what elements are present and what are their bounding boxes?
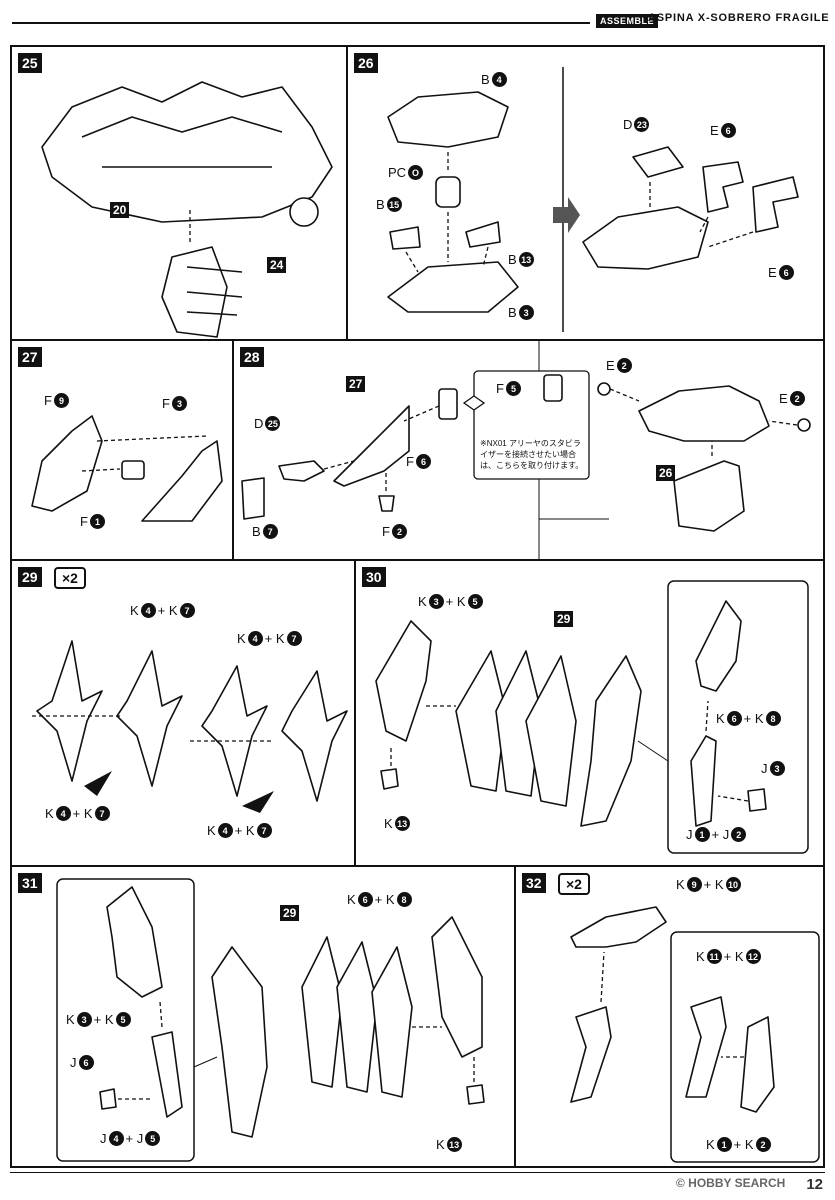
quantity-multiplier: ×2: [558, 873, 590, 895]
step-number: 27: [18, 347, 42, 367]
footer-rule: [10, 1172, 825, 1173]
subassembly-29: 29: [554, 611, 574, 627]
step-number: 30: [362, 567, 386, 587]
step-28-drawing: [241, 341, 811, 563]
page-number: 12: [806, 1176, 823, 1193]
subassembly-20: 20: [110, 202, 130, 218]
step-number: 31: [18, 873, 42, 893]
watermark: © HOBBY SEARCH: [676, 1176, 786, 1190]
step-32-drawing: [570, 906, 820, 1163]
subassembly-24: 24: [267, 257, 287, 273]
step-number: 32: [522, 873, 546, 893]
step-25-drawing: [41, 81, 333, 338]
quantity-multiplier: ×2: [54, 567, 86, 589]
step-29-drawing: [32, 640, 348, 813]
stabilizer-note: ※NX01 アリーヤのスタビライザーを接続させたい場合は、こちらを取り付けます。: [480, 439, 584, 470]
step-number: 26: [354, 53, 378, 73]
subassembly-26: 26: [656, 465, 676, 481]
product-title: ASPINA X-SOBRERO FRAGILE: [648, 12, 830, 24]
step-31-drawing: [56, 878, 485, 1162]
subassembly-27: 27: [346, 376, 366, 392]
subassembly-29: 29: [280, 905, 300, 921]
step-number: 28: [240, 347, 264, 367]
page-header: ASSEMBLE ASPINA X-SOBRERO FRAGILE: [0, 0, 835, 40]
step-25-panel: 25 20 24: [10, 45, 348, 341]
step-number: 29: [18, 567, 42, 587]
header-rule: [12, 22, 590, 24]
assemble-tag: ASSEMBLE: [596, 14, 659, 28]
step-number: 25: [18, 53, 42, 73]
step-27-drawing: [31, 415, 223, 522]
step-26-drawing: [387, 67, 799, 332]
